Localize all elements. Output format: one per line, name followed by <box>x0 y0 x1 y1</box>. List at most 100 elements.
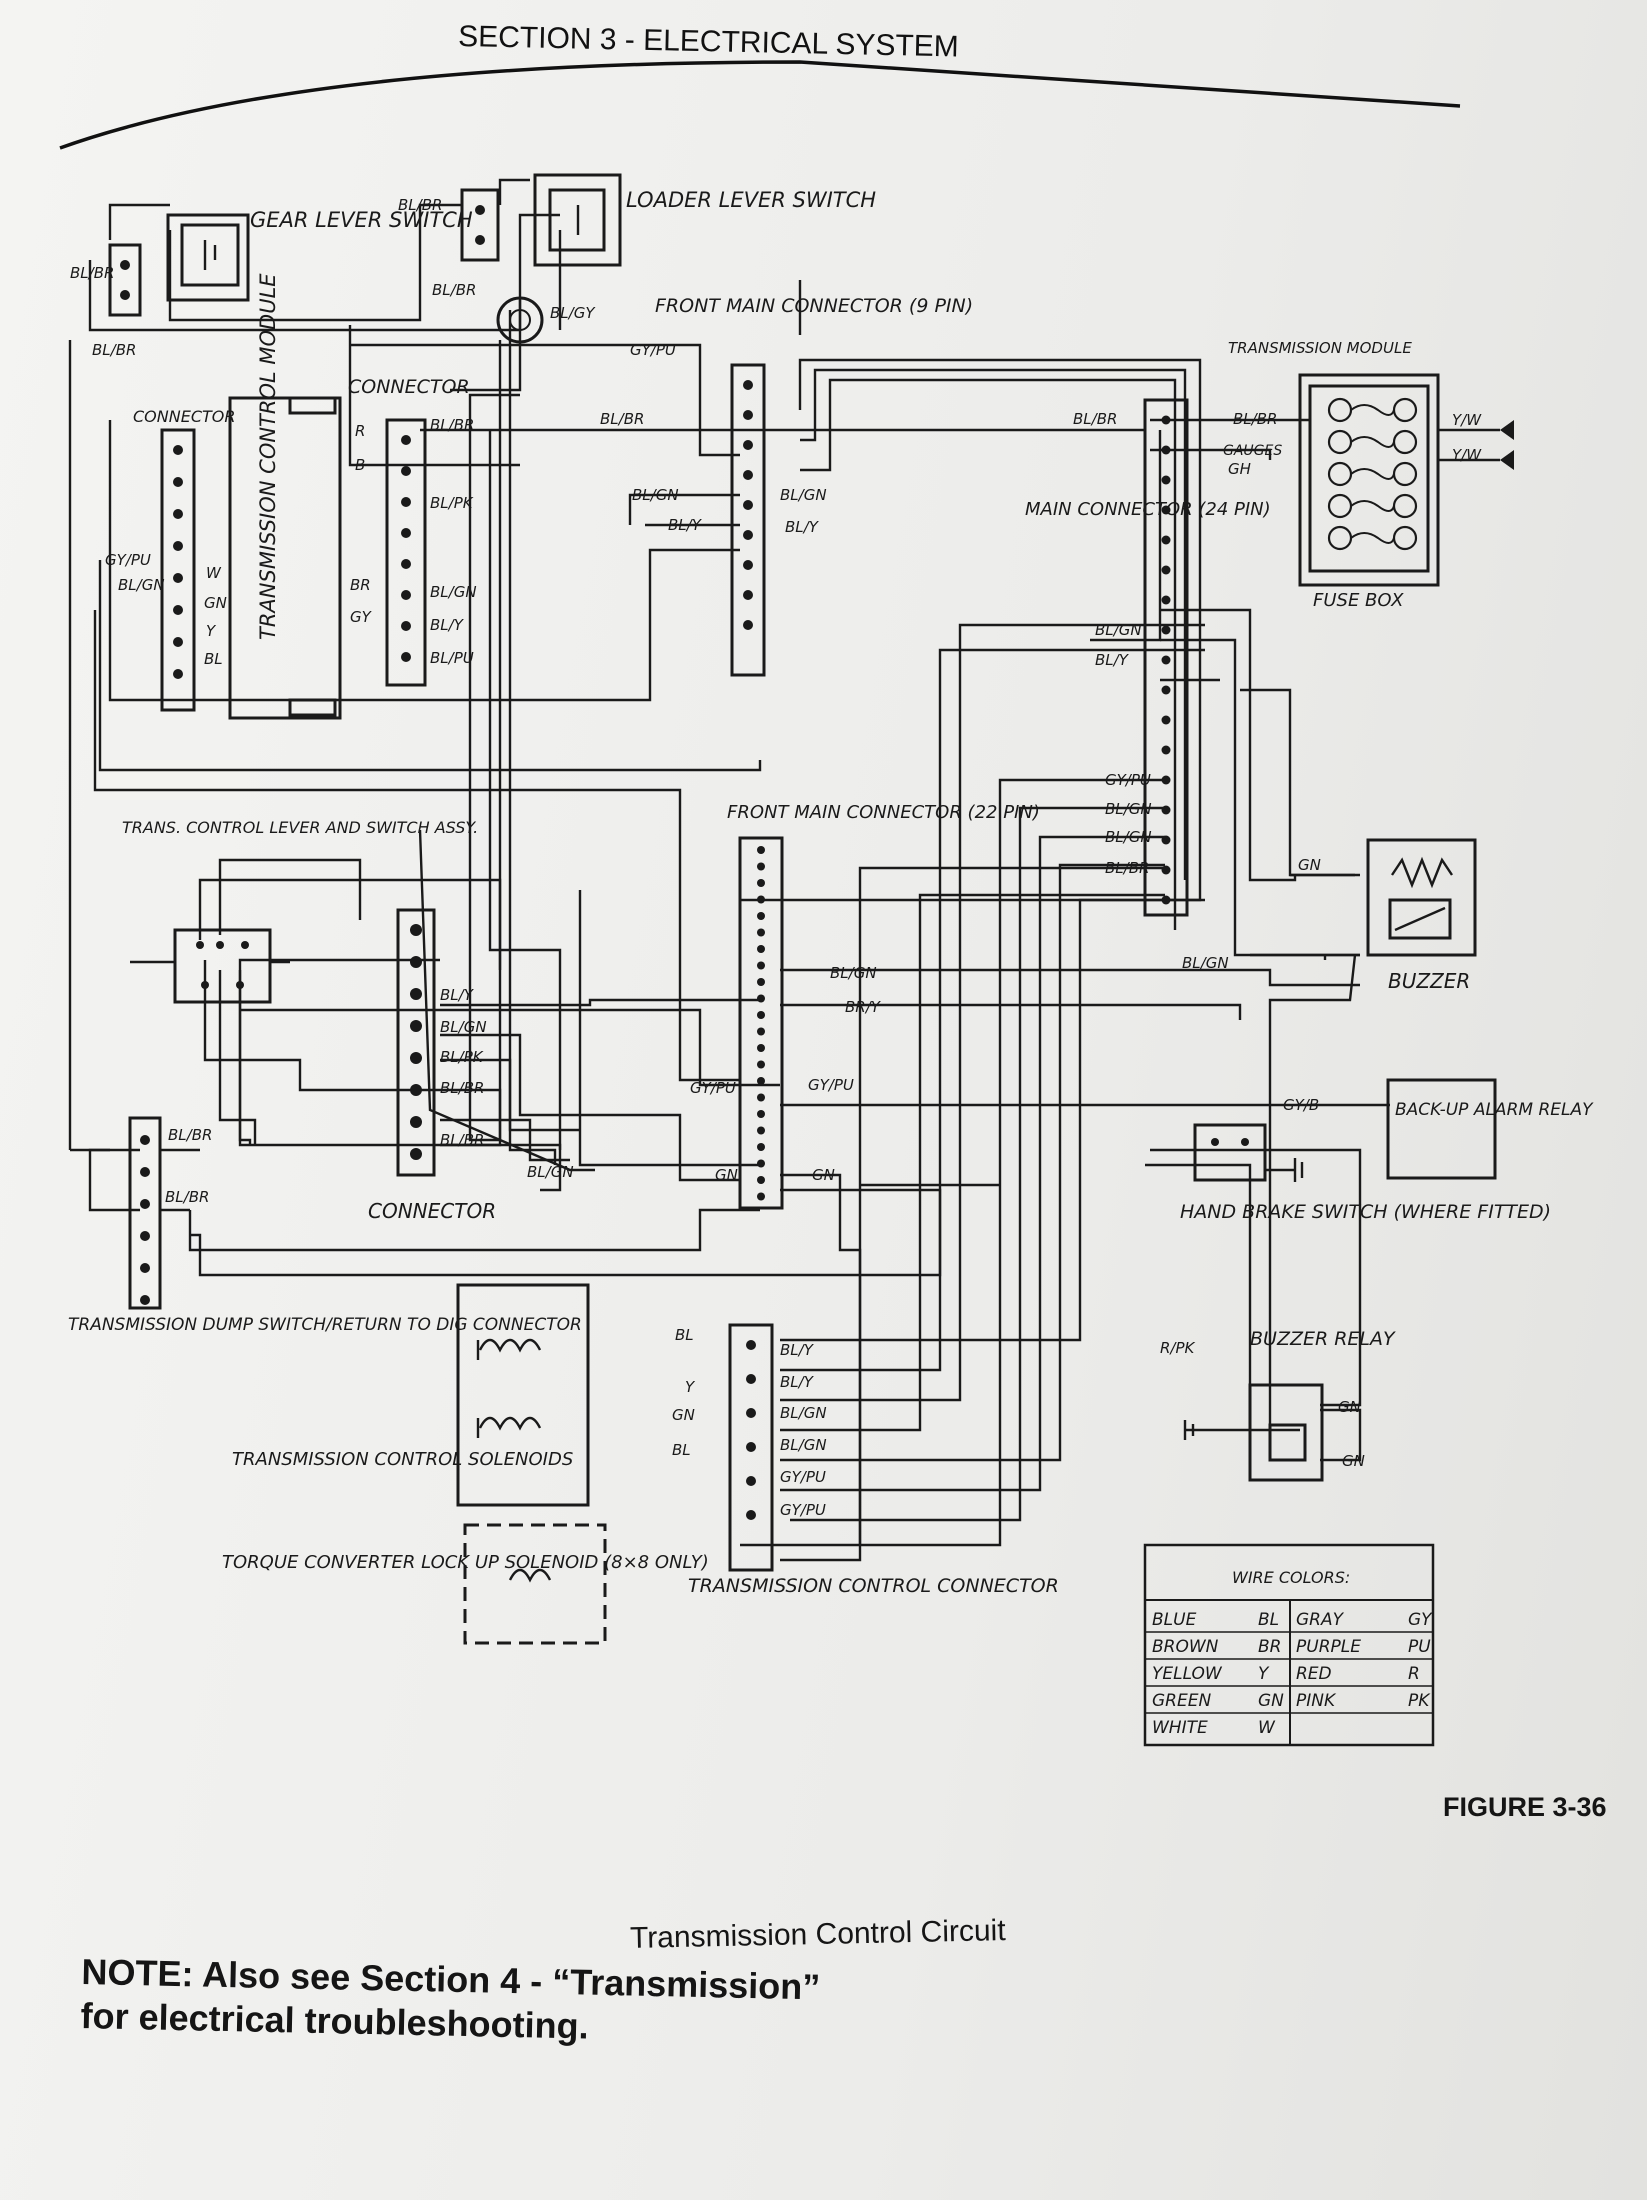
connector-pin <box>410 924 422 936</box>
connector-pin <box>140 1135 150 1145</box>
connector-pin <box>173 637 183 647</box>
transmission-module-label: TRANSMISSION MODULE <box>1228 339 1412 357</box>
connector-pin <box>1161 895 1171 905</box>
connector-pin <box>173 669 183 679</box>
fuse-terminal <box>1327 525 1353 551</box>
loader-lever-switch-label: LOADER LEVER SWITCH <box>626 188 876 212</box>
connector-pin <box>757 1011 765 1019</box>
buzzer: BUZZER <box>1366 838 1477 993</box>
figure-number: FIGURE 3-36 <box>1443 1792 1607 1822</box>
connector-pin <box>401 497 411 507</box>
main-connector-24-pin: MAIN CONNECTOR (24 PIN) <box>1025 398 1271 917</box>
wire-label: B <box>355 456 365 474</box>
warning-lamp <box>496 296 544 344</box>
connector-pin <box>1161 685 1171 695</box>
wire-label: R/PK <box>1160 1339 1196 1357</box>
hand-brake-label: HAND BRAKE SWITCH (WHERE FITTED) <box>1180 1201 1551 1223</box>
connector-pin <box>410 1148 422 1160</box>
connector-pin <box>1161 625 1171 635</box>
transmission-control-solenoids: TRANSMISSION CONTROL SOLENOIDS <box>232 1283 590 1507</box>
connector-pin <box>746 1476 756 1486</box>
connector-pin <box>757 961 765 970</box>
connector-left-label: CONNECTOR <box>133 407 235 426</box>
wire-label: GY/PU <box>780 1501 826 1519</box>
connector-pin <box>743 590 753 600</box>
legend-cell: GN <box>1258 1691 1284 1711</box>
loader-lever-switch: LOADER LEVER SWITCH <box>460 173 876 267</box>
connector-pin <box>746 1340 756 1350</box>
wire-label: BL/Y <box>780 1341 815 1359</box>
wire-label-group: BL/BR BL/BR BL/BR BL/BR BL/GY GY/PU BL/B… <box>70 196 1482 1519</box>
connector-pin <box>757 1093 765 1102</box>
connector-pin <box>1161 775 1171 785</box>
front-main-connector-22-label: FRONT MAIN CONNECTOR (22 PIN) <box>727 802 1040 823</box>
trans-control-lever-label: TRANS. CONTROL LEVER AND SWITCH ASSY. <box>122 818 478 837</box>
wire-label: BL <box>672 1441 691 1459</box>
wire-label: BL/BR <box>432 281 476 299</box>
connector-top-label: CONNECTOR <box>348 376 470 398</box>
wire-label: GY/PU <box>105 551 151 569</box>
connector-pin <box>1161 715 1171 725</box>
fuse-element <box>1350 404 1395 416</box>
wire-label: R <box>355 422 365 440</box>
wire-label: GN <box>1338 1398 1361 1416</box>
connector-pin <box>140 1295 150 1305</box>
backup-alarm-relay: BACK-UP ALARM RELAY <box>1386 1078 1594 1180</box>
connector-pin <box>410 1116 422 1128</box>
wire-label: BL/GN <box>780 486 827 504</box>
connector-pin <box>1161 865 1171 875</box>
wire-label: BL/BR <box>1233 410 1277 428</box>
connector-pin <box>757 912 765 920</box>
connector-pin <box>1161 835 1171 845</box>
connector-pin <box>743 500 753 510</box>
front-main-connector-9-pin: FRONT MAIN CONNECTOR (9 PIN) <box>655 295 973 677</box>
wire-label: Y <box>206 622 217 640</box>
connector-pin <box>1161 415 1171 425</box>
torque-converter-solenoid: TORQUE CONVERTER LOCK UP SOLENOID (8×8 O… <box>222 1523 709 1645</box>
wire-label: BL/BR <box>92 341 136 359</box>
gear-lever-switch: GEAR LEVER SWITCH <box>108 208 473 317</box>
legend-cell: BROWN <box>1152 1637 1219 1657</box>
wire-label: BL/PK <box>430 494 474 512</box>
connector-pin <box>1161 535 1171 545</box>
wire-label: GY/PU <box>780 1468 826 1486</box>
connector-pin <box>743 410 753 420</box>
connector-pin <box>401 590 411 600</box>
legend-cell: YELLOW <box>1152 1664 1223 1684</box>
wire-label: GN <box>1298 856 1321 874</box>
connector-pin <box>757 1126 765 1135</box>
wire-label: BL/BR <box>165 1188 209 1206</box>
connector-pin <box>746 1374 756 1384</box>
main-connector-24-label: MAIN CONNECTOR (24 PIN) <box>1025 499 1271 520</box>
connector-pin <box>410 1084 422 1096</box>
connector-top: CONNECTOR <box>348 376 470 687</box>
wire-label: BL/GN <box>430 583 477 601</box>
dump-switch-connector: TRANSMISSION DUMP SWITCH/RETURN TO DIG C… <box>68 1116 582 1335</box>
legend-cell: GY <box>1408 1610 1433 1630</box>
wire-label: Y <box>685 1378 696 1396</box>
backup-relay-label: BACK-UP ALARM RELAY <box>1395 1100 1594 1120</box>
legend-cell: GREEN <box>1152 1691 1211 1711</box>
wire-label: GN <box>204 594 227 612</box>
buzzer-relay: BUZZER RELAY <box>1183 1328 1396 1482</box>
connector-pin <box>757 1176 765 1184</box>
wire-label: BL/BR <box>398 196 442 214</box>
wire-label: GY/PU <box>808 1076 854 1094</box>
fuse-terminal <box>1327 493 1353 519</box>
wire-label: BL/GN <box>1105 800 1152 818</box>
legend-cell: PK <box>1408 1691 1431 1711</box>
connector-bottom-label: CONNECTOR <box>368 1199 496 1223</box>
connector-pin <box>1161 505 1171 515</box>
wire-colors-title: WIRE COLORS: <box>1232 1568 1350 1587</box>
transmission-control-connector: TRANSMISSION CONTROL CONNECTOR <box>688 1323 1059 1597</box>
wire-label: BL/BR <box>70 264 114 282</box>
wire-label: BL/GN <box>1095 621 1142 639</box>
legend-cell: RED <box>1296 1664 1332 1684</box>
fuse-element <box>1350 532 1395 544</box>
wire-label: BL <box>675 1326 694 1344</box>
connector-pin <box>757 1077 765 1085</box>
wire-label: BL/Y <box>440 986 475 1004</box>
connector-pin <box>743 380 753 390</box>
connector-pin <box>757 945 765 953</box>
connector-pin <box>401 528 411 538</box>
